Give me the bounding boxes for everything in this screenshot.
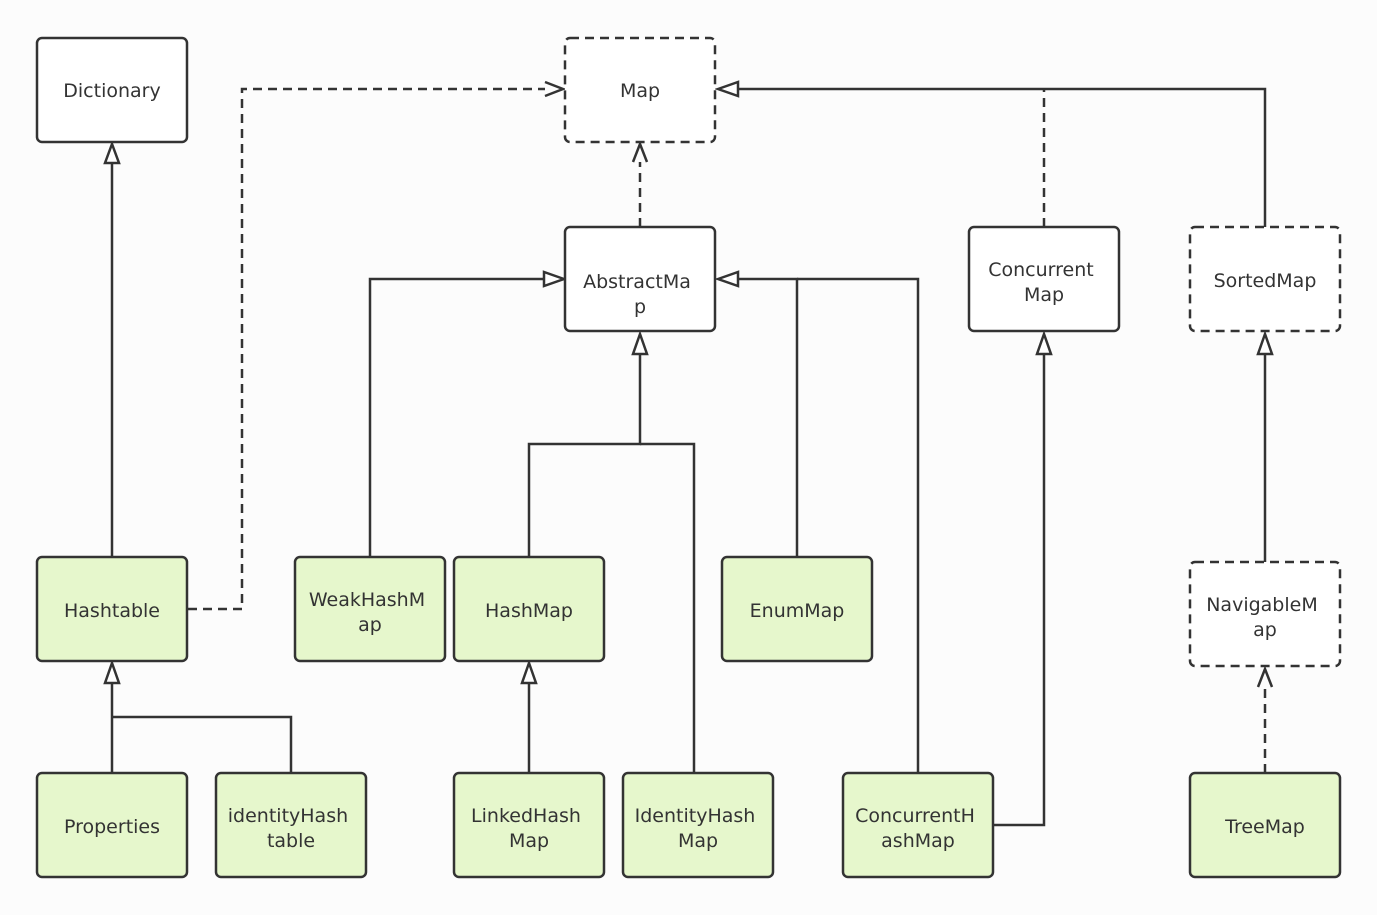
node-hashtable[interactable]: Hashtable [35,555,189,663]
node-label-line-2: Map [509,830,549,852]
node-label-line-2: Map [1024,284,1064,306]
svg-text:Hashtable: Hashtable [64,600,160,622]
node-label-line-1: LinkedHash [471,805,581,827]
node-label: EnumMap [750,600,845,622]
node-properties[interactable]: Properties [35,771,189,879]
svg-text:AbstractMa p: AbstractMa p [583,271,697,318]
node-linked-hash-map[interactable]: LinkedHash Map [452,771,606,879]
node-label-line-1: WeakHashM [309,589,425,611]
svg-text:WeakHashM ap: WeakHashM ap [309,589,431,636]
node-label: Hashtable [64,600,160,622]
node-identity-hash-map[interactable]: IdentityHash Map [621,771,775,879]
svg-text:HashMap: HashMap [485,600,573,622]
svg-text:NavigableM ap: NavigableM ap [1206,594,1324,641]
inherit-arrow-map-right [714,80,740,98]
node-label-line-1: NavigableM [1206,594,1318,616]
node-label: SortedMap [1214,270,1317,292]
svg-text:LinkedHash Map: LinkedHash Map [471,805,587,852]
svg-text:Properties: Properties [64,816,160,838]
edge-sortedmap-to-map [738,87,1267,227]
edge-identityhashmap-to-abstractmap [640,442,696,777]
node-label-line-2: p [634,296,646,318]
inherit-arrow-hashmap [520,659,538,685]
svg-text:Map: Map [620,80,660,102]
node-tree-map[interactable]: TreeMap [1188,771,1342,879]
svg-text:EnumMap: EnumMap [750,600,845,622]
edge-enummap-to-abstractmap [738,277,799,557]
node-label-line-2: ap [358,614,382,636]
edge-weakhashmap-to-abstractmap [368,277,544,557]
realize-arrow-map-left [544,80,567,98]
svg-text:IdentityHash Map: IdentityHash Map [635,805,762,852]
node-label: Properties [64,816,160,838]
node-map[interactable]: Map [563,36,717,144]
svg-text:Dictionary: Dictionary [63,80,160,102]
svg-text:ConcurrentH ashMap: ConcurrentH ashMap [855,805,981,852]
inherit-arrow-hashtable [103,659,121,685]
node-sorted-map[interactable]: SortedMap [1188,225,1342,333]
svg-text:TreeMap: TreeMap [1224,816,1305,838]
node-label-line-1: Concurrent [988,259,1093,281]
node-label: Dictionary [63,80,160,102]
node-enum-map[interactable]: EnumMap [720,555,874,663]
node-label-line-2: ashMap [881,830,955,852]
inherit-arrow-dictionary [103,140,121,165]
node-label-line-2: ap [1253,619,1277,641]
node-navigable-map[interactable]: NavigableM ap [1188,560,1342,668]
node-concurrent-hash-map[interactable]: ConcurrentH ashMap [841,771,995,879]
node-label-line-2: Map [678,830,718,852]
node-weak-hash-map[interactable]: WeakHashM ap [293,555,447,663]
node-label-line-1: identityHash [228,805,348,827]
inherit-arrow-abstractmap-right [714,270,740,288]
edge-hashtable-to-map [188,87,545,611]
inherit-arrow-sortedmap [1256,330,1274,356]
inherit-arrow-abstractmap-bottom [631,330,649,356]
node-dictionary[interactable]: Dictionary [35,36,189,144]
edges [103,80,1274,827]
node-concurrent-map[interactable]: Concurrent Map [967,225,1121,333]
inherit-arrow-abstractmap-left [542,270,568,288]
edge-concurrenthashmap-to-concurrentmap [994,354,1046,827]
node-label-line-1: AbstractMa [583,271,691,293]
node-label-line-1: ConcurrentH [855,805,975,827]
svg-text:identityHash table: identityHash table [228,805,354,852]
svg-text:Concurrent Map: Concurrent Map [988,259,1100,306]
edge-identityhashtable-to-hashtable [112,715,293,773]
node-hash-map[interactable]: HashMap [452,555,606,663]
edge-hashmap-to-abstractmap [527,354,642,557]
node-identity-hashtable[interactable]: identityHash table [214,771,368,879]
node-abstract-map[interactable]: AbstractMa p [563,225,717,333]
svg-text:SortedMap: SortedMap [1214,270,1317,292]
node-label: TreeMap [1224,816,1305,838]
node-label-line-1: IdentityHash [635,805,756,827]
nodes: Dictionary Map AbstractMa p Concurrent M… [35,36,1342,879]
node-label: Map [620,80,660,102]
node-label-line-2: table [267,830,315,852]
edge-concurrenthashmap-to-abstractmap [797,277,920,773]
node-label: HashMap [485,600,573,622]
realize-arrow-map-bottom [631,140,649,163]
inherit-arrow-concurrentmap [1035,330,1053,356]
realize-arrow-navigablemap [1256,665,1274,688]
